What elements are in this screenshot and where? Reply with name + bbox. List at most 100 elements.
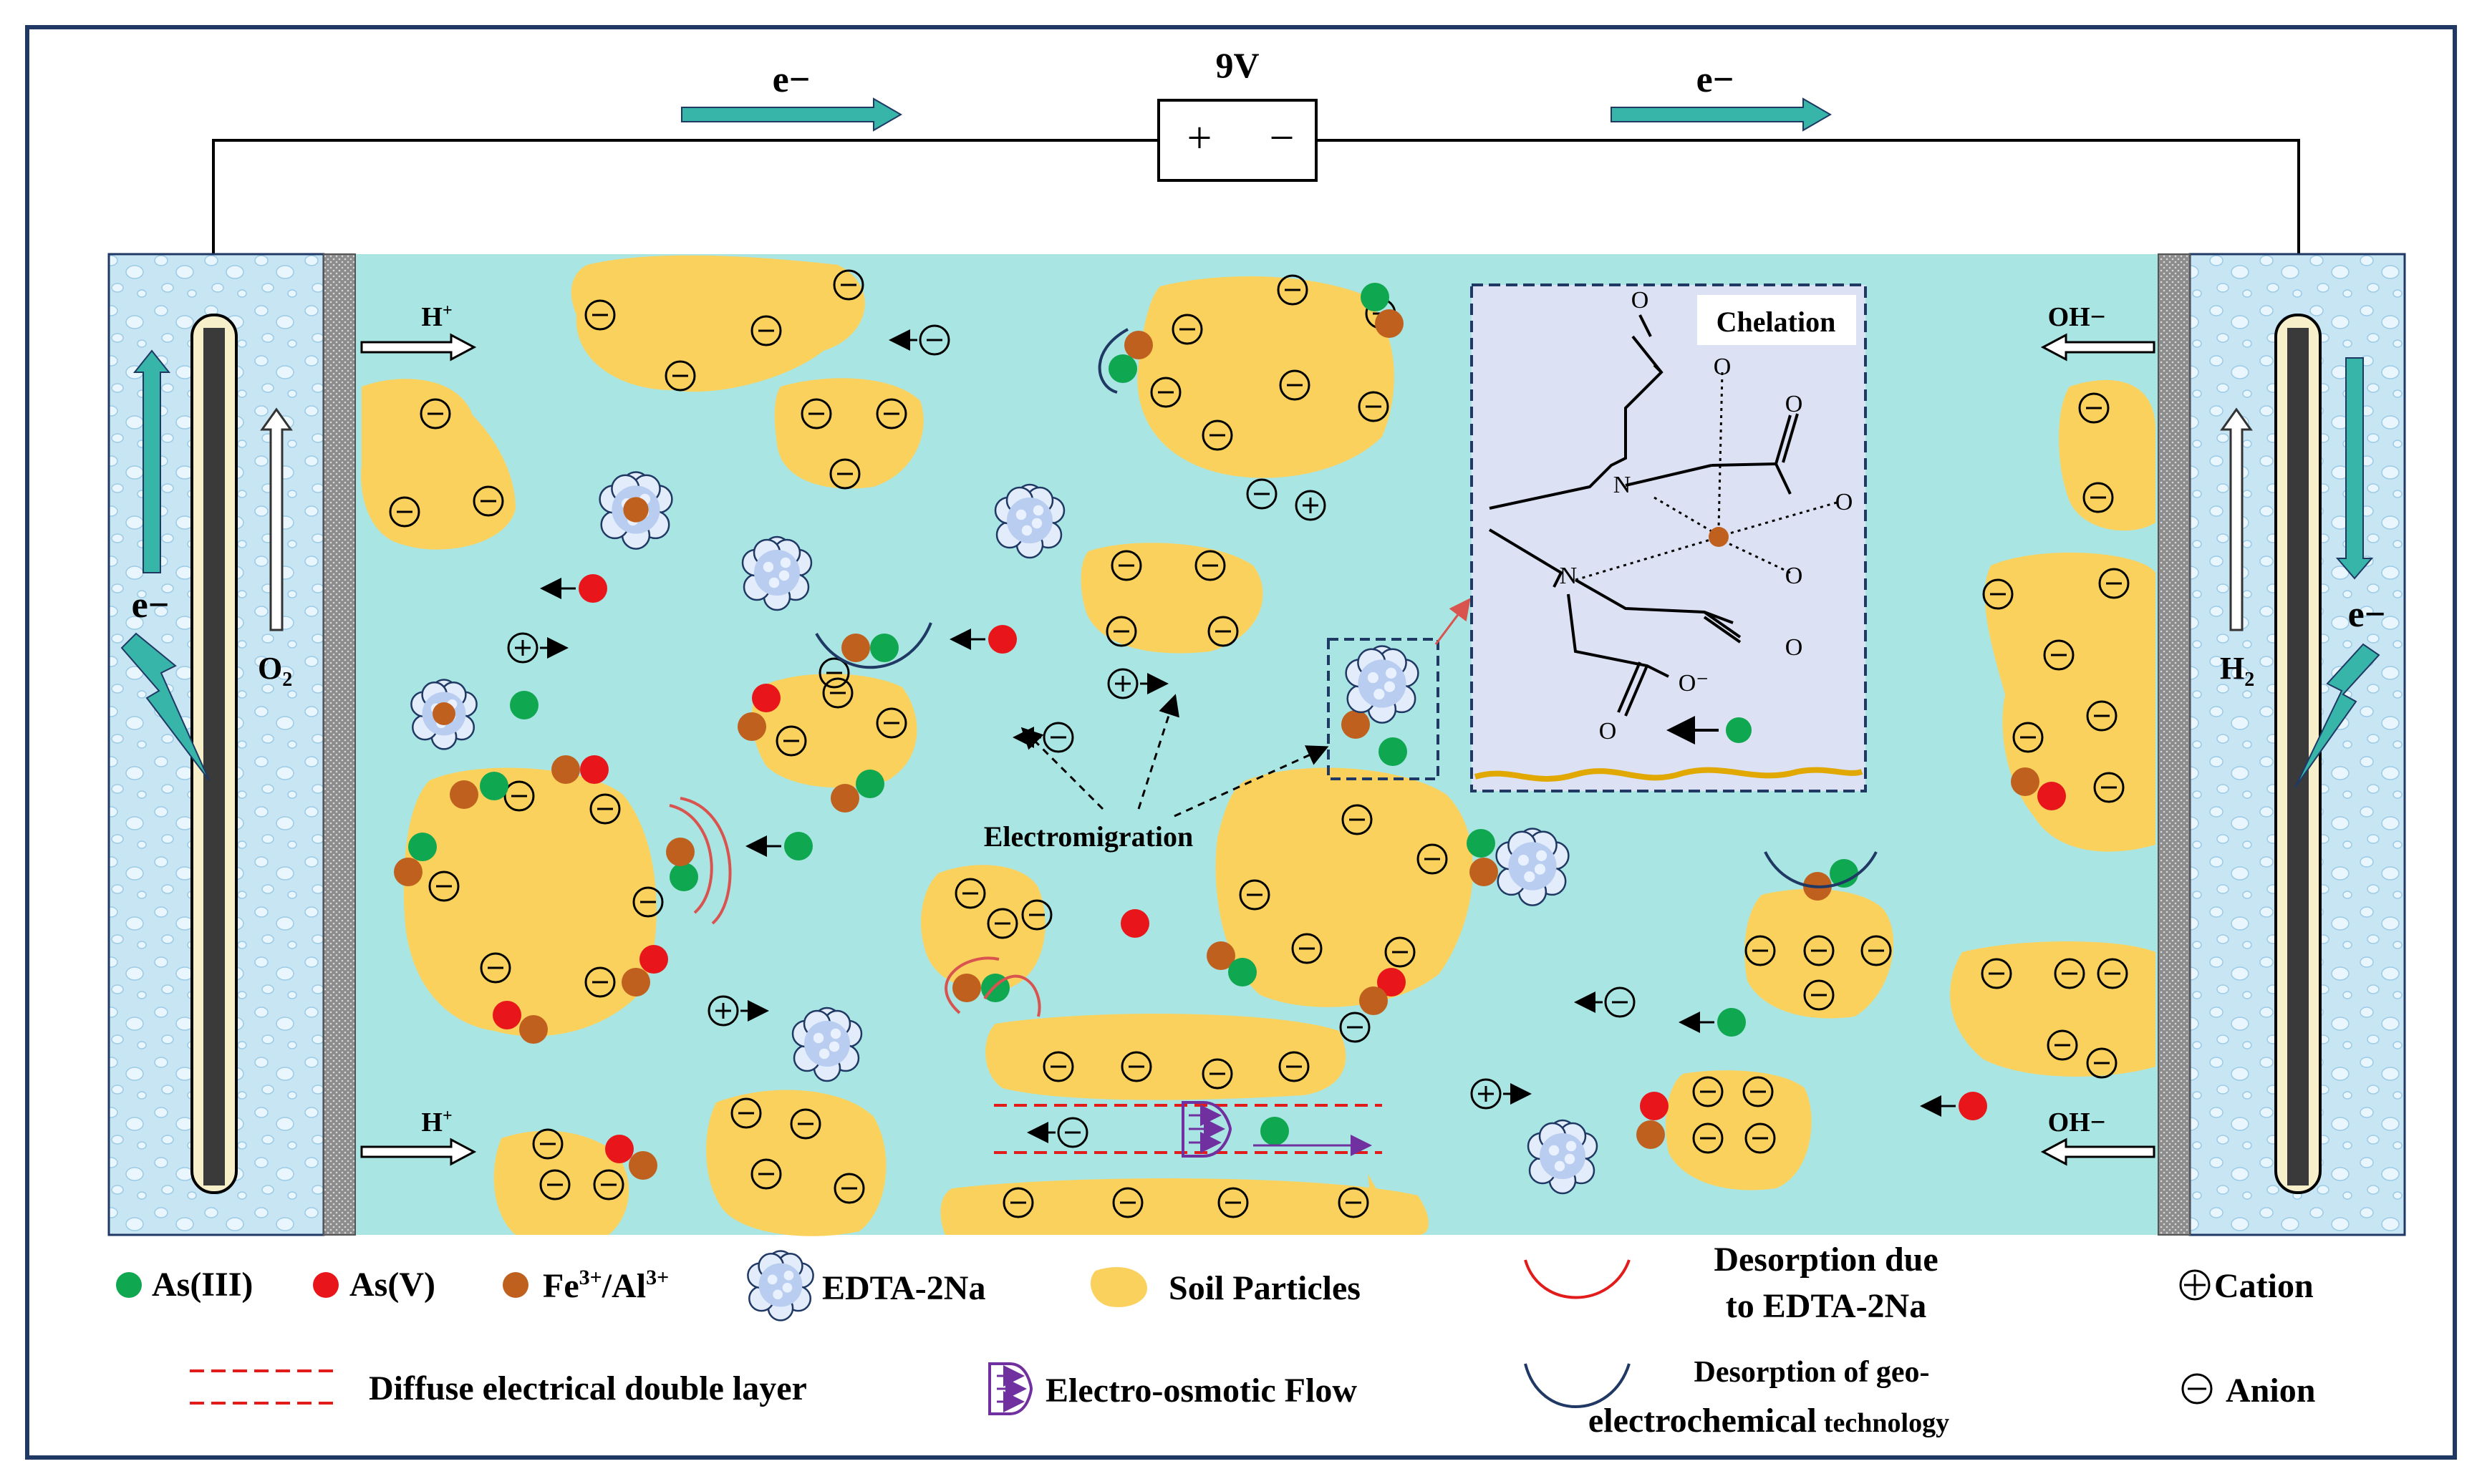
- anion-marker: [1121, 1051, 1152, 1082]
- species-dot: [1121, 909, 1149, 938]
- h-plus-arrow-bottom: H+: [360, 1107, 477, 1166]
- voltage-label: 9V: [1215, 45, 1259, 85]
- anion-marker: [665, 360, 696, 392]
- anion-marker: [1416, 843, 1448, 875]
- species-dot: [629, 1151, 657, 1180]
- zoom-arrow: [1434, 598, 1471, 645]
- species-dot: [1207, 941, 1235, 970]
- legend: As(III) As(V) Fe3+/Al3+ EDTA-2Na Soil Pa…: [116, 1241, 2315, 1440]
- anion-marker: [790, 1108, 821, 1140]
- migrating-cation: [1107, 668, 1169, 699]
- h2-up-arrow: [2220, 407, 2253, 631]
- species-dot: [408, 833, 437, 861]
- migrating-cation: [507, 632, 569, 664]
- species-dot: [738, 712, 766, 741]
- edta-cluster: [599, 471, 673, 550]
- anion-marker: [584, 299, 616, 331]
- anion-marker: [1803, 935, 1835, 966]
- species-dot: [752, 684, 781, 712]
- anion-marker: [2078, 392, 2110, 424]
- species-dot: [480, 772, 508, 800]
- anion-marker: [2086, 700, 2118, 732]
- anion-marker: [819, 657, 850, 689]
- species-dot: [1375, 309, 1404, 338]
- h2-label: H2: [2220, 651, 2254, 691]
- anion-marker: [1692, 1122, 1724, 1154]
- anion-marker: [776, 725, 807, 757]
- anion-marker: [1278, 1051, 1310, 1082]
- anion-marker: [2047, 1029, 2078, 1061]
- anion-marker: [632, 886, 664, 918]
- chem-n-1: N: [1613, 472, 1631, 498]
- species-dot: [639, 945, 668, 974]
- chem-o-7: O: [1599, 718, 1617, 745]
- chem-o-5: O: [1785, 563, 1803, 589]
- anion-marker: [1112, 1187, 1144, 1218]
- species-dot: [1341, 710, 1370, 739]
- edta-cluster: [994, 483, 1066, 559]
- anion-marker: [1981, 958, 2012, 989]
- anion-marker: [1860, 935, 1892, 966]
- cathode-membrane: [2158, 253, 2191, 1236]
- chem-o-4: O: [1835, 489, 1853, 515]
- anion-marker: [750, 1158, 782, 1190]
- anion-marker: [801, 398, 832, 430]
- anion-marker: [2054, 958, 2085, 989]
- legend-as5-swatch: [313, 1272, 339, 1298]
- anion-marker: [1043, 1051, 1074, 1082]
- svg-text:OH−: OH−: [2048, 302, 2106, 332]
- desorption-arcs: [669, 328, 1878, 1017]
- anion-marker: [1279, 369, 1310, 401]
- electron-down-arrow: [2335, 357, 2374, 580]
- edta-cluster: [1527, 1119, 1598, 1195]
- species-dot: [450, 780, 478, 809]
- chemical-species: [394, 283, 2066, 1180]
- species-dot: [493, 1001, 521, 1029]
- species-dot: [1109, 354, 1137, 383]
- anion-marker: [1742, 1076, 1774, 1107]
- electron-label-anode: e−: [132, 585, 170, 626]
- anion-marker: [1358, 391, 1389, 422]
- lightning-anode-icon: [120, 632, 210, 781]
- anion-marker: [730, 1097, 762, 1129]
- zoom-selection-box: [1327, 638, 1439, 780]
- anion-marker: [876, 398, 907, 430]
- species-dot: [1959, 1092, 1987, 1120]
- species-dot: [1361, 283, 1389, 311]
- species-dot: [1640, 1092, 1669, 1120]
- anion-marker: [532, 1128, 564, 1160]
- species-dot: [670, 863, 698, 891]
- o2-label: O2: [258, 651, 292, 691]
- species-dot: [988, 625, 1017, 654]
- species-dot: [856, 770, 884, 798]
- edta-cluster: [1495, 828, 1570, 906]
- migrating-anion: [1574, 986, 1636, 1018]
- anion-marker: [1239, 879, 1270, 911]
- species-dot: [666, 838, 695, 866]
- legend-desorption-geo-line1: Desorption of geo-: [1694, 1356, 1930, 1389]
- legend-desorption-edta-line2: to EDTA-2Na: [1726, 1287, 1926, 1325]
- species-dot: [841, 634, 870, 662]
- legend-eof-label: Electro-osmotic Flow: [1046, 1372, 1357, 1410]
- legend-cation-label: Cation: [2214, 1267, 2314, 1305]
- anion-marker: [2098, 568, 2130, 599]
- electromigration-arrows: [1020, 694, 1329, 818]
- anion-marker: [1692, 1076, 1724, 1107]
- lightning-cathode-icon: [2294, 643, 2380, 788]
- minus-terminal: −: [1270, 114, 1295, 163]
- edta-cluster: [410, 679, 478, 750]
- anion-marker: [473, 485, 504, 517]
- anion-marker: [1803, 979, 1835, 1011]
- chem-o-6: O: [1785, 634, 1803, 661]
- legend-anion-label: Anion: [2226, 1372, 2315, 1410]
- anion-marker: [1207, 616, 1239, 647]
- chem-o-1: O: [1631, 287, 1649, 314]
- edta-cluster: [741, 535, 813, 611]
- migrating-cation: [1470, 1078, 1532, 1110]
- legend-soil-swatch: [1090, 1267, 1147, 1307]
- migrating-anion: [1027, 1117, 1088, 1148]
- anion-marker: [1246, 478, 1278, 510]
- anion-marker: [1339, 1012, 1371, 1043]
- cathode-electrode: [2274, 314, 2322, 1194]
- chelated-metal-ion: [1709, 527, 1729, 547]
